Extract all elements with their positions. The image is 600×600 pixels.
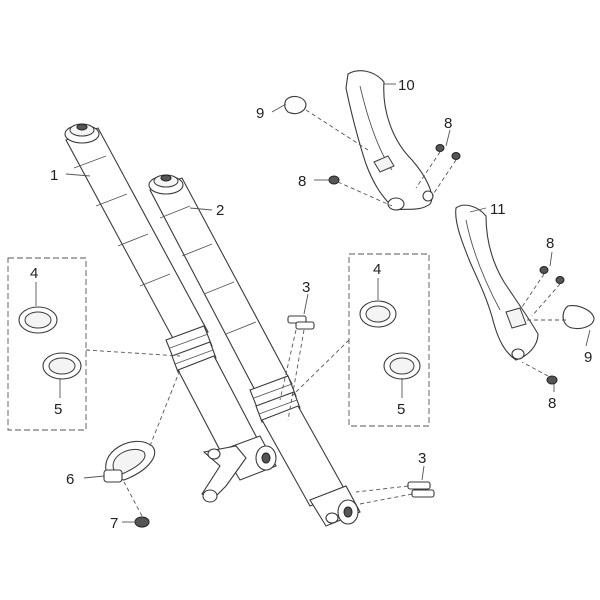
callout-5-right: 5: [397, 401, 405, 418]
guard-screws-right: [519, 266, 565, 317]
callout-9-top: 9: [256, 105, 264, 122]
connector-clamp: [149, 369, 181, 447]
guard-screws-top: [415, 144, 461, 197]
callout-9-right: 9: [584, 349, 592, 366]
callout-6: 6: [66, 471, 74, 488]
callout-3-lower: 3: [418, 450, 426, 467]
guard-pad-top: [284, 95, 369, 151]
callout-4-left: 4: [30, 265, 38, 282]
callout-8-right: 8: [546, 235, 554, 252]
connector-seals-right: [291, 339, 350, 397]
pinch-bolts-upper: [279, 315, 315, 421]
callout-11: 11: [490, 201, 506, 218]
dust-seal-right-5: [383, 352, 421, 380]
callout-8-top: 8: [444, 115, 452, 132]
guard-screw-left: [328, 175, 393, 207]
oil-seal-left-4: [18, 306, 58, 334]
fork-guard-right: [455, 204, 539, 361]
guard-pad-right: [524, 305, 595, 330]
callout-1: 1: [50, 167, 58, 184]
callout-3-upper: 3: [302, 279, 310, 296]
callout-7: 7: [110, 515, 118, 532]
fork-tube-left: [64, 123, 277, 503]
fork-guard-left: [345, 70, 434, 211]
callout-8-bottom: 8: [548, 395, 556, 412]
fork-tube-right: [148, 174, 361, 527]
brake-hose-clamp: [103, 440, 156, 483]
clamp-bolt: [123, 481, 150, 528]
seal-group-box-right: [348, 253, 430, 427]
callout-5-left: 5: [54, 401, 62, 418]
connector-seals-left: [85, 349, 181, 357]
seal-group-box-left: [7, 257, 87, 431]
callout-4-right: 4: [373, 261, 381, 278]
callout-10: 10: [398, 77, 415, 94]
dust-seal-left-5: [42, 352, 82, 380]
oil-seal-right-4: [359, 300, 397, 328]
callout-8-left: 8: [298, 173, 306, 190]
callout-2: 2: [216, 202, 224, 219]
guard-screw-bottom: [521, 361, 558, 385]
pinch-bolts-lower: [355, 481, 435, 505]
